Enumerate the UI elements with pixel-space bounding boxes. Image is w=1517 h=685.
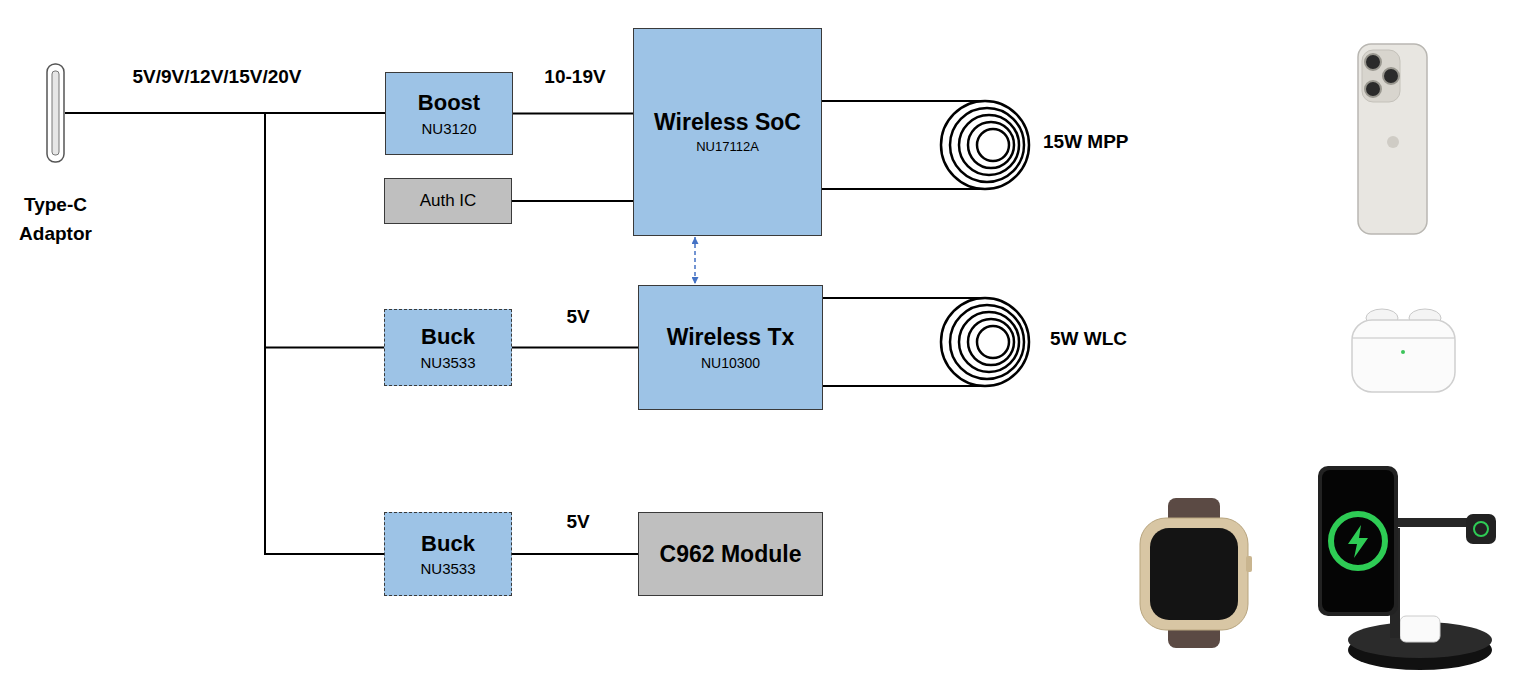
camera-lens: [1365, 54, 1381, 70]
camera-bump: [1362, 50, 1400, 102]
camera-lens: [1383, 68, 1399, 84]
coil-turn: [977, 326, 1009, 358]
stand-watch: [1466, 514, 1496, 544]
stand-base: [1348, 630, 1492, 670]
coil-symbol: [941, 298, 1029, 386]
power-wire: [513, 113, 633, 115]
node-title: Wireless SoC: [654, 109, 801, 135]
plug-slot: [52, 71, 59, 155]
charging-stand-illustration: [1318, 466, 1496, 670]
part-number: NU17112A: [696, 140, 759, 155]
phone-body: [1358, 44, 1427, 234]
power-wire: [65, 113, 384, 554]
stand-phone-screen: [1322, 470, 1394, 612]
plug-outline: [47, 64, 64, 162]
voltage-label: 5V/9V/12V/15V/20V: [132, 66, 301, 88]
watch-screen: [1150, 528, 1238, 620]
coil-wire: [822, 100, 985, 102]
connector-symbol: Type-C Adaptor: [46, 63, 65, 163]
case-body: [1352, 320, 1455, 392]
node-title: Auth IC: [420, 191, 477, 211]
power-wire: [512, 553, 638, 555]
stand-phone: [1318, 466, 1398, 616]
coil-symbol: [941, 101, 1029, 189]
coil-turn: [941, 101, 1029, 189]
watch-crown: [1246, 556, 1252, 572]
coil-turn: [977, 129, 1009, 161]
camera-lens: [1365, 81, 1381, 97]
control-link: [694, 237, 696, 284]
coil-turn: [950, 305, 1024, 379]
process-box: BoostNU3120: [385, 72, 513, 155]
voltage-label: 5V: [566, 511, 589, 533]
coil-wire: [823, 385, 985, 387]
process-box: C962 Module: [638, 512, 823, 596]
charging-bolt: [1348, 525, 1368, 558]
power-wire: [512, 200, 633, 202]
node-title: Buck: [421, 324, 475, 349]
case-lid-line: [1353, 337, 1454, 339]
part-number: NU10300: [701, 355, 760, 371]
usb-c-symbol: [46, 63, 65, 163]
coil-wire: [822, 188, 985, 190]
stand-arm: [1396, 518, 1468, 527]
stand-watch-ring: [1474, 522, 1488, 536]
power-wire: [65, 113, 384, 348]
coil-turn: [959, 115, 1019, 175]
charging-ring: [1331, 514, 1385, 568]
process-box: Wireless Tx NU10300: [638, 285, 823, 410]
process-box: Auth IC: [384, 178, 512, 224]
process-box: Wireless SoC NU17112A: [633, 28, 822, 236]
stand-pole: [1390, 528, 1400, 638]
coil-wire: [823, 297, 985, 299]
part-number: NU3120: [421, 120, 476, 137]
part-number: NU3533: [420, 354, 475, 371]
node-title: C962 Module: [660, 541, 802, 567]
coil-turn: [959, 312, 1019, 372]
process-box: BuckNU3533: [384, 512, 512, 596]
node-title: Boost: [418, 90, 480, 115]
logo-mark: [1387, 136, 1399, 148]
earbuds-case-illustration: [1352, 309, 1455, 392]
earbud: [1366, 309, 1398, 327]
earbud: [1409, 309, 1441, 327]
power-label: 5W WLC: [1050, 328, 1127, 350]
voltage-label: 5V: [566, 306, 589, 328]
node-title: Type-C Adaptor: [6, 190, 106, 248]
coil-turn: [968, 122, 1014, 168]
part-number: NU3533: [420, 560, 475, 577]
node-title: Buck: [421, 531, 475, 556]
voltage-label: 10-19V: [544, 66, 605, 88]
node-title: Wireless Tx: [667, 324, 795, 350]
watch-case: [1140, 518, 1248, 630]
coil-turn: [950, 108, 1024, 182]
stand-base-top: [1348, 622, 1492, 658]
process-box: BuckNU3533: [384, 309, 512, 386]
watch-band: [1168, 498, 1220, 648]
power-label: 15W MPP: [1043, 131, 1129, 153]
coil-turn: [968, 319, 1014, 365]
power-wire: [512, 347, 638, 349]
coil-turn: [941, 298, 1029, 386]
phone-illustration: [1358, 44, 1427, 234]
stand-earbuds-case: [1400, 616, 1440, 642]
power-wire: [65, 112, 385, 114]
status-light: [1401, 350, 1405, 354]
watch-illustration: [1140, 498, 1252, 648]
